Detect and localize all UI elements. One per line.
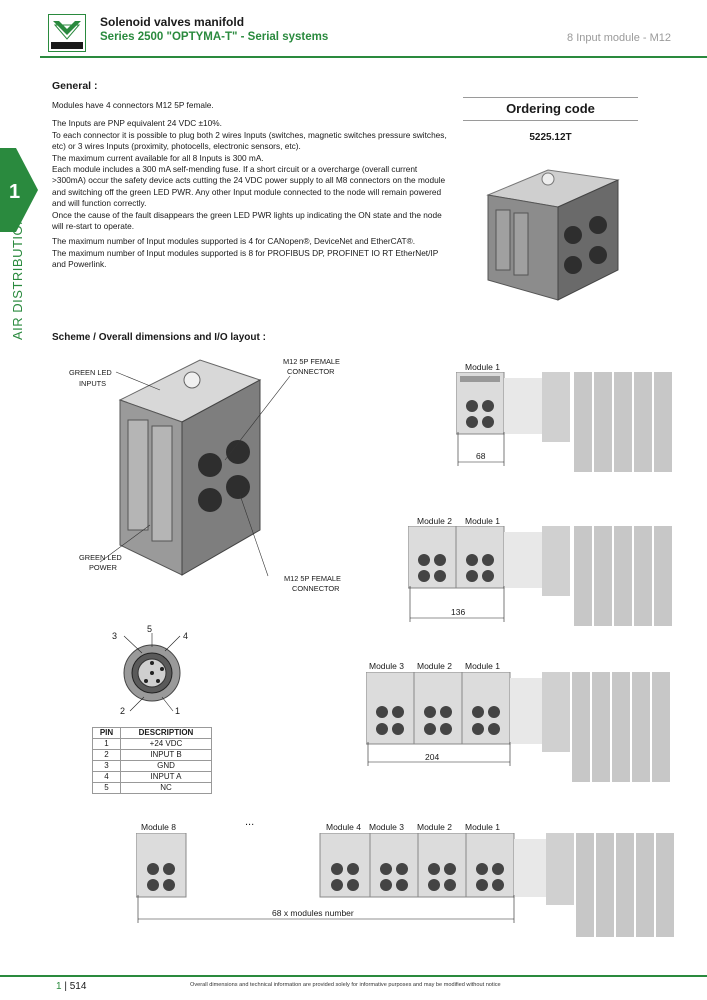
pin-table-heading: PIN	[92, 727, 121, 739]
general-heading: General :	[52, 80, 98, 92]
label-m12-top: CONNECTOR	[287, 367, 335, 376]
label-m12-bottom: CONNECTOR	[292, 584, 340, 593]
dimension-136: 136	[451, 607, 466, 617]
pin-number-4: 4	[183, 631, 189, 641]
table-row: 1+24 VDC	[92, 738, 213, 750]
module-label: Module 2	[417, 516, 452, 526]
module-label: Module 3	[369, 661, 404, 671]
config-1-drawing	[456, 372, 672, 472]
config-2-drawing	[408, 526, 672, 626]
label-green-led-power: POWER	[89, 563, 117, 572]
page-number: 1 | 514	[56, 981, 86, 992]
header-section: 8 Input module - M12	[567, 32, 671, 44]
label-m12-top: M12 5P FEMALE	[283, 357, 340, 366]
label-green-led-inputs: INPUTS	[79, 379, 107, 388]
footer-note: Overall dimensions and technical informa…	[190, 982, 501, 988]
pin-table-header: PIN DESCRIPTION	[92, 727, 213, 739]
pin-cell: 1	[92, 738, 121, 750]
general-paragraph: The maximum number of Input modules supp…	[52, 236, 416, 247]
ordering-rule-bottom	[463, 120, 638, 121]
brand-logo	[48, 14, 86, 52]
product-photo	[486, 169, 620, 301]
dimension-modules-number: 68 x modules number	[272, 908, 354, 918]
general-paragraph: The maximum current available for all 8 …	[52, 152, 264, 163]
label-green-led-power: GREEN LED	[79, 553, 122, 562]
module-label: Module 4	[326, 822, 361, 832]
chapter-number: 1	[9, 181, 21, 203]
ellipsis: ...	[245, 816, 255, 828]
general-paragraph: Once the cause of the fault disappears t…	[52, 209, 442, 232]
dimension-204: 204	[425, 752, 440, 762]
general-paragraph: To each connector it is possible to plug…	[52, 129, 447, 152]
module-label: Module 8	[141, 822, 176, 832]
pin-number-3: 3	[112, 631, 118, 641]
module-label: Module 1	[465, 661, 500, 671]
module-label: Module 1	[465, 516, 500, 526]
description-cell: INPUT B	[119, 749, 213, 761]
pin-number-1: 1	[175, 706, 181, 716]
module-label: Module 1	[465, 822, 500, 832]
footer-page: 514	[69, 981, 87, 992]
dimension-68: 68	[476, 451, 486, 461]
module-label: Module 3	[369, 822, 404, 832]
pin-cell: 4	[92, 771, 121, 783]
footer-separator: |	[64, 981, 67, 992]
scheme-heading: Scheme / Overall dimensions and I/O layo…	[52, 332, 266, 343]
footer-chapter: 1	[56, 981, 62, 992]
ordering-rule-top	[463, 97, 638, 98]
header-divider	[40, 56, 707, 58]
pin-number-5: 5	[147, 624, 153, 634]
general-paragraph: The Inputs are PNP equivalent 24 VDC ±10…	[52, 118, 222, 129]
label-green-led-inputs: GREEN LED	[69, 368, 112, 377]
description-cell: INPUT A	[119, 771, 213, 783]
description-cell: GND	[119, 760, 213, 772]
module-label: Module 1	[465, 362, 500, 372]
pin-table-heading: DESCRIPTION	[119, 727, 213, 739]
chapter-label: AIR DISTRIBUTION	[10, 214, 25, 340]
label-m12-bottom: M12 5P FEMALE	[284, 574, 341, 583]
config-4-drawing	[136, 833, 674, 937]
pin-number-2: 2	[120, 706, 126, 716]
pin-cell: 3	[92, 760, 121, 772]
general-paragraph: The maximum number of Input modules supp…	[52, 247, 439, 270]
chapter-tab	[0, 148, 38, 232]
module-label: Module 2	[417, 661, 452, 671]
general-paragraph: Each module includes a 300 mA self-mendi…	[52, 164, 446, 209]
pin-cell: 2	[92, 749, 121, 761]
m12-connector-diagram	[123, 633, 181, 712]
ordering-title: Ordering code	[506, 101, 595, 116]
description-cell: +24 VDC	[119, 738, 213, 750]
config-3-drawing	[366, 672, 670, 782]
footer-divider	[0, 975, 707, 977]
module-drawing	[99, 359, 291, 577]
pin-cell: 5	[92, 782, 121, 794]
general-paragraph: Modules have 4 connectors M12 5P female.	[52, 100, 214, 110]
module-label: Module 2	[417, 822, 452, 832]
ordering-code: 5225.12T	[529, 132, 572, 143]
general-body: Modules have 4 connectors M12 5P female.…	[52, 100, 448, 274]
header-title: Solenoid valves manifold	[100, 15, 245, 29]
description-cell: NC	[119, 782, 213, 794]
header-subtitle: Series 2500 "OPTYMA-T" - Serial systems	[100, 31, 329, 43]
